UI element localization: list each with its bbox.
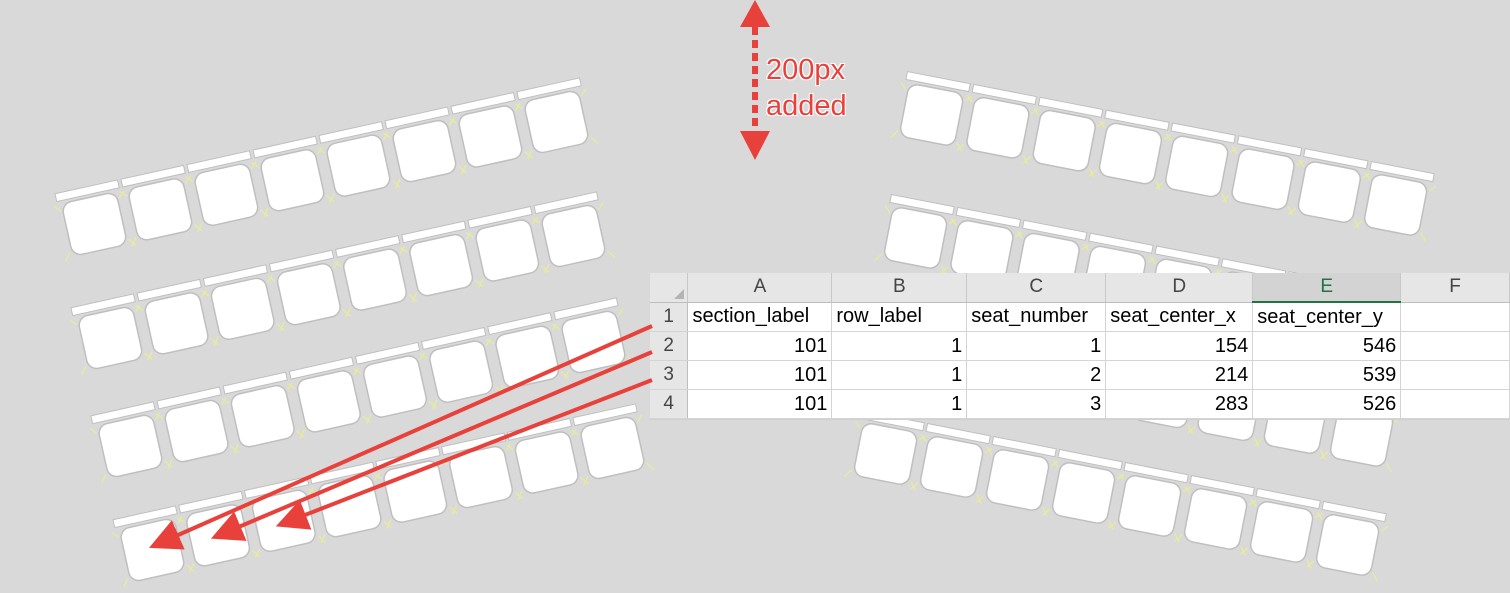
annotation-line-1: 200px <box>766 54 846 86</box>
seat <box>119 164 203 247</box>
seat <box>439 432 524 515</box>
spreadsheet: A B C D E F 1 section_label row_label se… <box>650 273 1510 420</box>
cell[interactable]: 101 <box>687 331 833 361</box>
seat <box>1108 461 1191 543</box>
cell[interactable]: 101 <box>687 360 833 390</box>
seat <box>1240 487 1323 569</box>
seat <box>201 264 285 347</box>
seat <box>89 401 173 484</box>
seat <box>242 476 326 559</box>
seat <box>505 417 589 500</box>
cell[interactable]: 154 <box>1105 331 1254 361</box>
cell[interactable] <box>1400 389 1510 419</box>
seat <box>1155 122 1238 203</box>
seat <box>333 235 418 317</box>
cell[interactable]: seat_number <box>966 302 1107 332</box>
seat <box>874 193 957 275</box>
cell[interactable]: 1 <box>831 331 968 361</box>
seat <box>571 403 655 486</box>
seat <box>1174 474 1257 556</box>
annotation-label: 200px added <box>766 52 847 124</box>
cell[interactable]: 214 <box>1105 360 1254 390</box>
cell[interactable]: 539 <box>1252 360 1402 390</box>
seat <box>287 356 371 439</box>
column-header-a[interactable]: A <box>687 273 833 303</box>
seat-row <box>844 409 1389 582</box>
row-header[interactable]: 4 <box>650 389 689 419</box>
cell[interactable]: 1 <box>831 389 968 419</box>
cell[interactable] <box>1400 302 1510 332</box>
seat <box>111 505 195 588</box>
cell[interactable]: 1 <box>831 360 968 390</box>
seat <box>251 135 335 218</box>
column-header-row: A B C D E F <box>650 273 1510 303</box>
column-header-b[interactable]: B <box>831 273 968 303</box>
table-row: 3 101 1 2 214 539 <box>650 360 1510 390</box>
seat <box>155 386 239 469</box>
seat <box>1042 448 1125 530</box>
row-header[interactable]: 2 <box>650 331 689 361</box>
seat <box>844 409 927 491</box>
table-row: 1 section_label row_label seat_number se… <box>650 302 1510 332</box>
cell[interactable]: seat_center_x <box>1105 302 1254 332</box>
seat <box>1022 96 1105 178</box>
seat <box>552 297 636 380</box>
column-header-e[interactable]: E <box>1252 273 1402 303</box>
seat <box>221 371 305 454</box>
seat-row <box>69 191 616 376</box>
cell[interactable]: row_label <box>831 302 968 332</box>
seat <box>532 191 616 274</box>
seat <box>890 70 973 152</box>
seat <box>400 220 484 303</box>
cell[interactable]: 3 <box>966 389 1107 419</box>
seat <box>1354 160 1437 242</box>
seat <box>267 249 351 332</box>
seat-row <box>890 70 1437 242</box>
seat <box>383 106 467 189</box>
seat-row <box>53 77 599 262</box>
annotation-line-2: added <box>766 90 847 122</box>
seat <box>486 312 570 395</box>
seat <box>419 326 504 410</box>
seat <box>374 447 458 530</box>
cell[interactable]: section_label <box>687 302 833 332</box>
cell[interactable]: 526 <box>1252 389 1402 419</box>
column-header-c[interactable]: C <box>966 273 1107 303</box>
cell[interactable] <box>1400 331 1510 361</box>
cell[interactable]: 1 <box>966 331 1107 361</box>
cell[interactable] <box>1400 360 1510 390</box>
seat <box>53 179 137 262</box>
seat <box>1088 109 1172 191</box>
seat <box>956 83 1039 165</box>
table-row: 2 101 1 1 154 546 <box>650 331 1510 361</box>
column-header-f[interactable]: F <box>1400 273 1510 303</box>
seat <box>185 150 269 233</box>
seat <box>449 91 533 174</box>
seat <box>1306 500 1389 582</box>
cell[interactable]: seat_center_y <box>1252 302 1402 332</box>
seat <box>1221 135 1304 216</box>
seat <box>177 490 261 573</box>
seat <box>308 461 392 544</box>
seat <box>1287 148 1370 229</box>
column-header-d[interactable]: D <box>1105 273 1254 303</box>
cell[interactable]: 2 <box>966 360 1107 390</box>
cell[interactable]: 546 <box>1252 331 1402 361</box>
cell[interactable]: 101 <box>687 389 833 419</box>
cell[interactable]: 283 <box>1105 389 1254 419</box>
select-all-corner[interactable] <box>650 273 689 303</box>
seat <box>353 341 438 424</box>
seat <box>135 278 219 361</box>
seat <box>317 121 401 203</box>
seat <box>466 205 550 288</box>
row-header[interactable]: 3 <box>650 360 689 390</box>
table-row: 4 101 1 3 283 526 <box>650 389 1510 419</box>
row-header[interactable]: 1 <box>650 302 689 332</box>
seat <box>976 435 1059 517</box>
seat <box>69 293 153 376</box>
seat <box>515 77 599 160</box>
seat <box>910 422 993 504</box>
